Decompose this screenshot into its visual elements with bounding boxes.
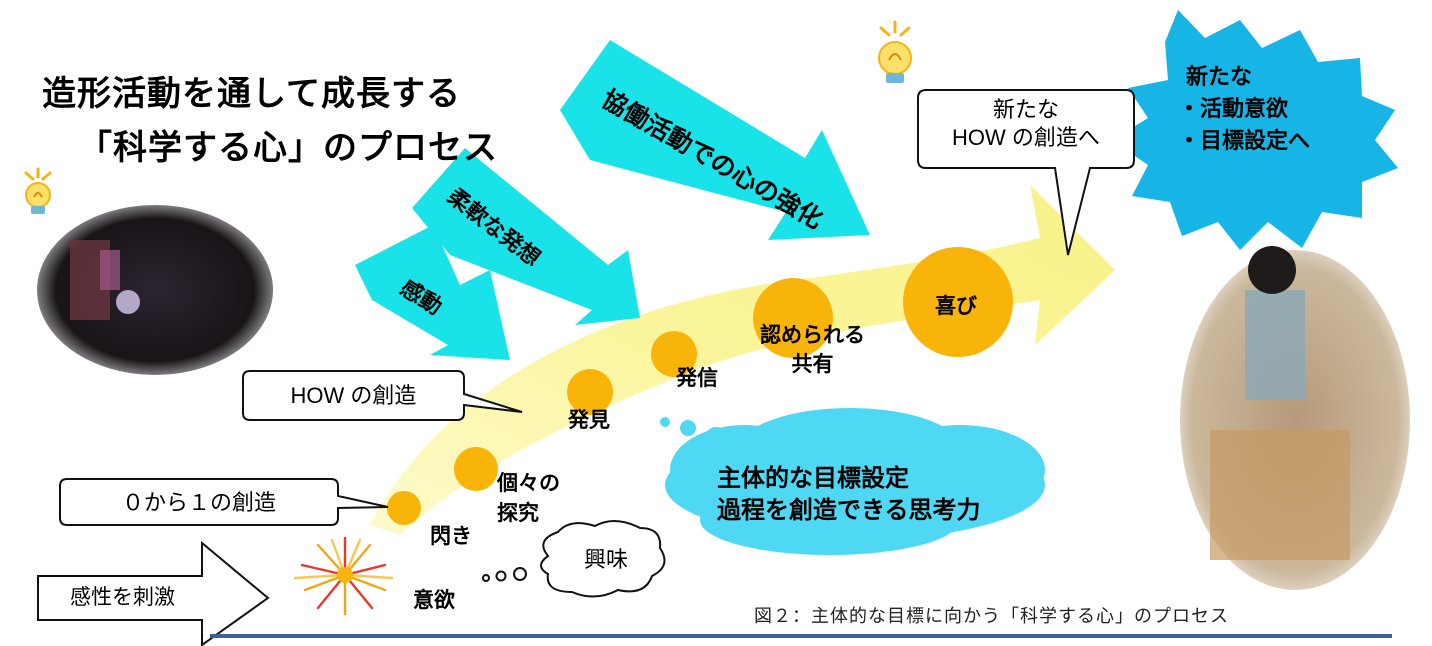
callout-new-how-line2: HOW の創造へ — [952, 124, 1100, 150]
stage-circle-hasshin — [651, 331, 697, 377]
starburst-shape — [1112, 10, 1398, 250]
callout-new-how-shape — [917, 89, 1135, 256]
thought-bubble-shape — [540, 520, 666, 598]
title-line-1: 造形活動を通して成長する — [42, 74, 461, 114]
cloud-line1: 主体的な目標設定 — [717, 464, 909, 492]
callout-new-how-line1: 新たな — [992, 97, 1059, 122]
starburst-text: 新たな ・活動意欲 ・目標設定へ — [1178, 62, 1310, 158]
input-arrow-label: 感性を刺激 — [70, 586, 175, 609]
stage-circle-hirameki — [387, 491, 421, 525]
stage-circle-koko — [454, 447, 498, 491]
stage-yorokobi: 喜び — [935, 294, 977, 318]
stage-koko-line2: 探究 — [497, 501, 539, 526]
stage-hirameki: 閃き — [430, 524, 472, 548]
lightbulb-icon — [878, 20, 912, 83]
callout-how: HOW の創造 — [290, 383, 417, 408]
cloud-line2: 過程を創造できる思考力 — [717, 496, 981, 525]
callout-how-shape — [242, 370, 523, 421]
stage-mitomerareru-line1: 認められる — [760, 323, 865, 347]
firework-icon — [293, 536, 394, 616]
star-line3: ・目標設定へ — [1178, 128, 1311, 154]
stage-mitomerareru: 認められる 共有 — [760, 321, 865, 380]
cloud-text: 主体的な目標設定 過程を創造できる思考力 — [717, 462, 981, 527]
stage-kyoyu-line2: 共有 — [791, 352, 834, 377]
star-line1: 新たな — [1186, 65, 1253, 90]
cloud-shape — [665, 408, 1045, 555]
title-line-2: 「科学する心」のプロセス — [78, 128, 498, 168]
stage-koko: 個々の 探究 — [497, 468, 560, 529]
callout-zero: ０から１の創造 — [121, 490, 276, 515]
input-arrow-shape — [37, 540, 270, 646]
callout-zero-shape — [59, 478, 389, 526]
cyan-arrow-kyoudou — [560, 40, 870, 240]
stage-hakken: 発見 — [568, 408, 610, 432]
cyan-arrow-juunan — [412, 148, 640, 325]
stage-circle-yorokobi — [903, 247, 1013, 357]
stage-koko-line1: 個々の — [497, 471, 560, 495]
lightbulb-icon — [24, 167, 52, 214]
callout-new-how: 新たな HOW の創造へ — [918, 96, 1134, 151]
stage-iyoku: 意欲 — [413, 588, 455, 612]
stage-circle-hakken — [567, 369, 613, 415]
stage-hasshin: 発信 — [676, 366, 718, 390]
star-line2: ・活動意欲 — [1178, 96, 1289, 122]
cyan-arrow-kandou — [355, 225, 510, 360]
thought-bubble-kyomi: 興味 — [583, 547, 628, 572]
figure-caption: 図２：主体的な目標に向かう「科学する心」のプロセス — [754, 606, 1229, 627]
stage-circle-mitomerareru — [753, 278, 833, 358]
